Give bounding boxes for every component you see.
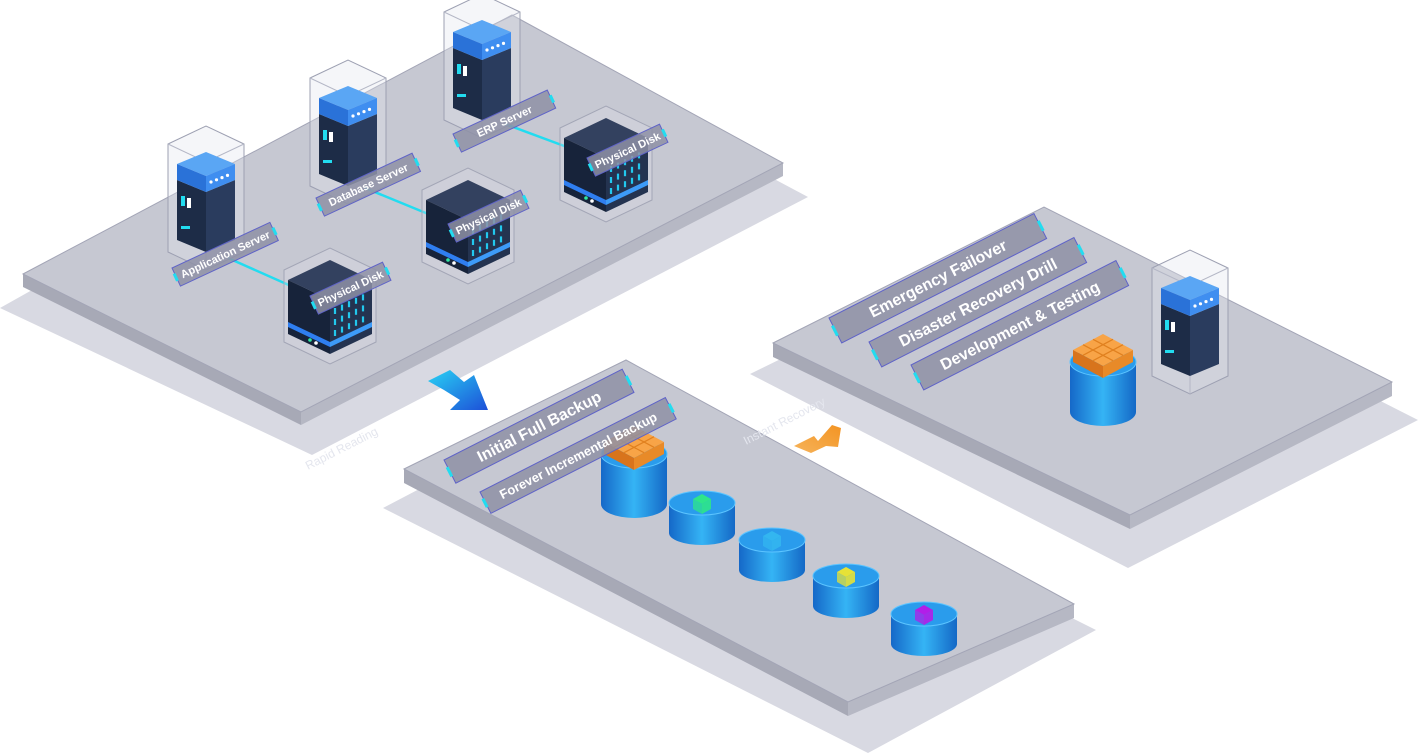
- application-server: [167, 125, 245, 271]
- data-block-icon: [623, 436, 655, 454]
- recovered-server: [1151, 249, 1229, 395]
- arrow-down-icon: [428, 370, 488, 410]
- database-server: [309, 59, 387, 205]
- production-platform: [0, 14, 808, 455]
- incremental-backup-1: [668, 490, 736, 545]
- recovered-data-cylinder: [1069, 334, 1137, 426]
- data-block-icon: [1092, 344, 1124, 362]
- erp-server: [443, 0, 521, 139]
- incremental-backup-2: [738, 527, 806, 582]
- incremental-backup-3: [812, 563, 880, 618]
- incremental-backup-4: [890, 601, 958, 656]
- erp-server-link: [504, 122, 576, 152]
- arrow-up-icon: [794, 425, 841, 453]
